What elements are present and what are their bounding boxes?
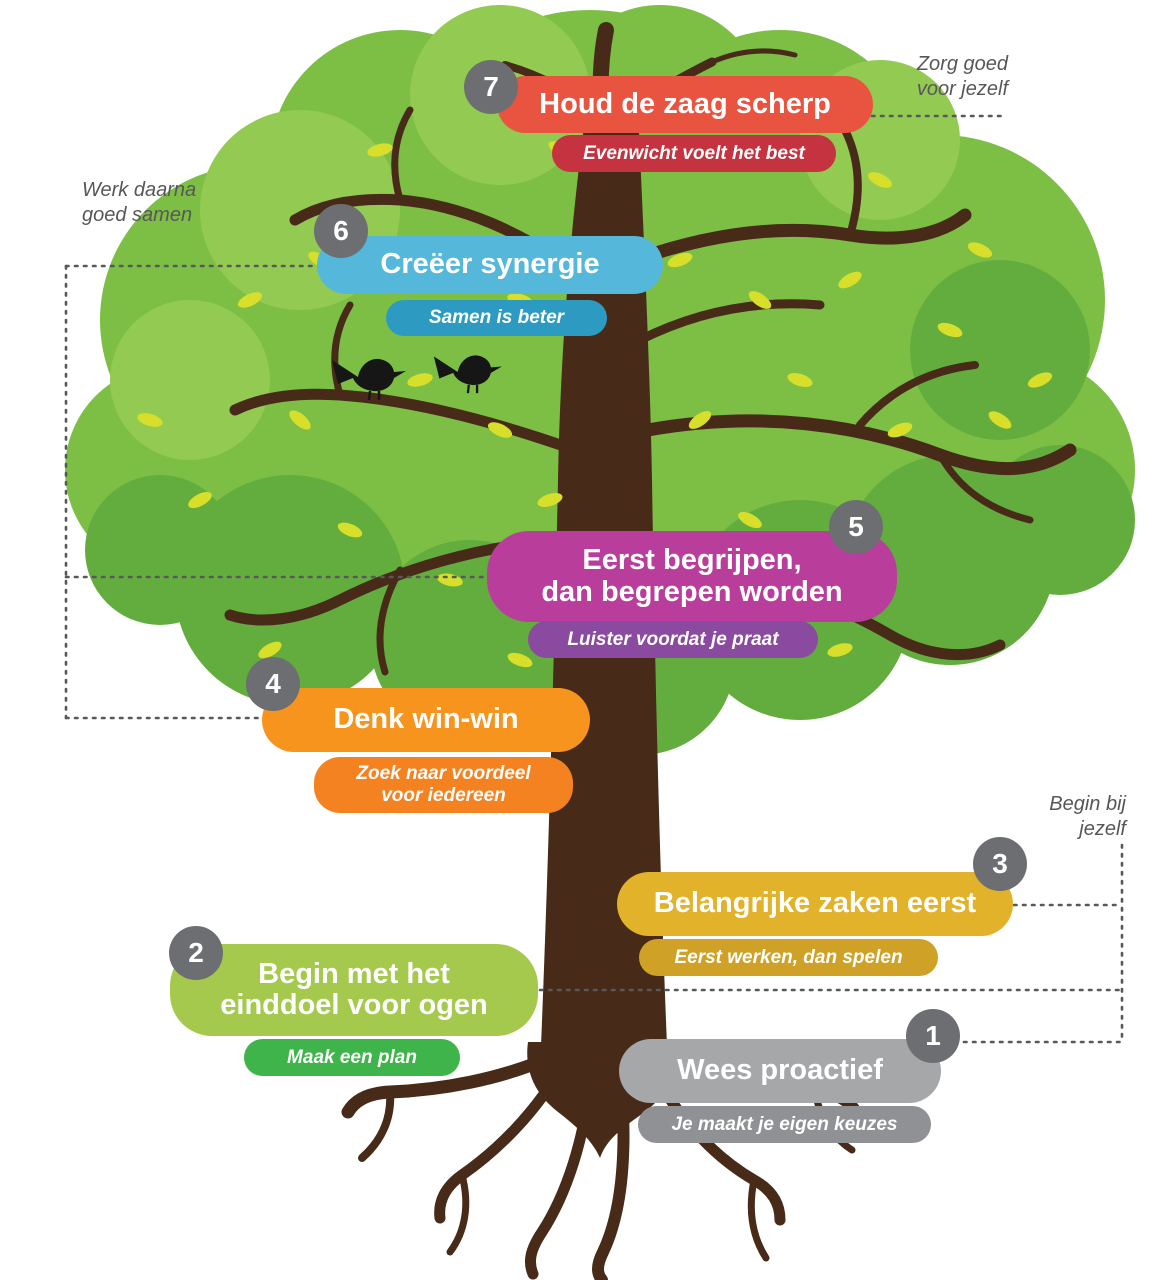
habit-6-title-pill: Creëer synergie — [317, 236, 663, 294]
habit-3-title-pill: Belangrijke zaken eerst — [617, 872, 1013, 936]
habit-6-number-badge: 6 — [314, 204, 368, 258]
dotted-connectors — [64, 114, 1124, 1044]
habit-2-subtitle-pill: Maak een plan — [244, 1039, 460, 1076]
habit-7-title-pill: Houd de zaag scherp — [497, 76, 873, 133]
habit-4-subtitle-pill: Zoek naar voordeel voor iedereen — [314, 757, 573, 813]
habit-5-title-pill: Eerst begrijpen, dan begrepen worden — [487, 531, 897, 622]
habit-3-subtitle-pill: Eerst werken, dan spelen — [639, 939, 938, 976]
habit-3-number-badge: 3 — [973, 837, 1027, 891]
habit-7-number-badge: 7 — [464, 60, 518, 114]
habit-4-title-pill: Denk win-win — [262, 688, 590, 752]
annotation-werk-daarna-goed-samen: Werk daarna goed samen — [82, 179, 197, 226]
habit-1-title-pill: Wees proactief — [619, 1039, 941, 1103]
habit-1-subtitle-pill: Je maakt je eigen keuzes — [638, 1106, 931, 1143]
habit-2-title-pill: Begin met het einddoel voor ogen — [170, 944, 538, 1036]
annotation-zorg-goed-voor-jezelf: Zorg goed voor jezelf — [916, 53, 1008, 100]
annotation-begin-bij-jezelf: Begin bij jezelf — [1049, 793, 1126, 840]
habit-6-subtitle-pill: Samen is beter — [386, 300, 607, 336]
habit-2-number-badge: 2 — [169, 926, 223, 980]
habit-7-subtitle-pill: Evenwicht voelt het best — [552, 135, 836, 172]
habit-4-number-badge: 4 — [246, 657, 300, 711]
habit-1-number-badge: 1 — [906, 1009, 960, 1063]
habit-5-subtitle-pill: Luister voordat je praat — [528, 621, 818, 658]
habit-5-number-badge: 5 — [829, 500, 883, 554]
